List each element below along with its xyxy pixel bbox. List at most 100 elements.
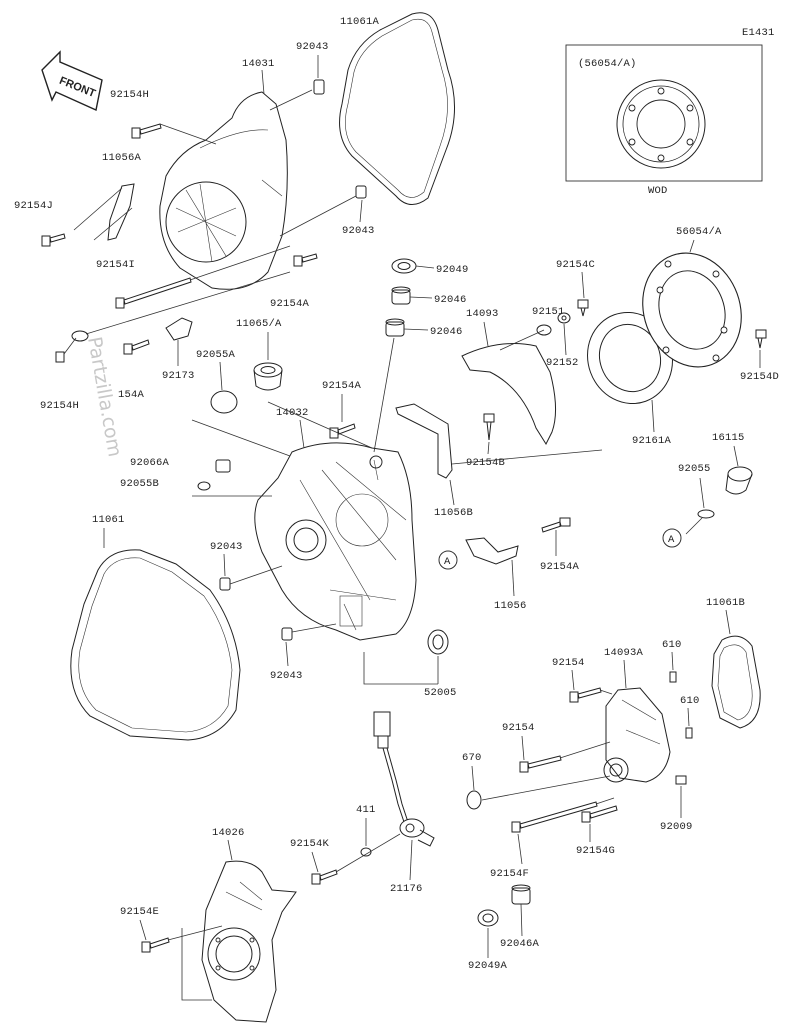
sensor-21176 xyxy=(373,711,435,847)
gasket-11061a xyxy=(339,12,455,205)
label-11056b: 11056B xyxy=(434,507,473,519)
oring-92055a xyxy=(210,390,238,414)
label-610-2: 610 xyxy=(680,695,700,707)
label-92154a-1: 92154A xyxy=(270,298,310,310)
bolt-92154h-top xyxy=(131,123,162,139)
label-92154-2: 92154 xyxy=(502,722,535,734)
label-92043-3: 92043 xyxy=(210,541,243,553)
gasket-11061 xyxy=(70,549,241,741)
label-11061a: 11061A xyxy=(340,16,380,28)
label-11061b: 11061B xyxy=(706,597,745,609)
label-52005: 52005 xyxy=(424,687,457,699)
pin-610-2 xyxy=(685,727,693,739)
crankcase-cover-14032 xyxy=(254,442,417,641)
label-92173: 92173 xyxy=(162,370,195,382)
bolt-92154f xyxy=(511,801,598,833)
label-92154h-bottom: 92154H xyxy=(40,400,79,412)
clutch-cover-14031 xyxy=(159,91,288,290)
label-92154b: 92154B xyxy=(466,457,505,469)
bolt-92154h-bottom xyxy=(55,330,89,363)
plug-11065a xyxy=(253,362,283,391)
clamp-92173 xyxy=(165,317,193,341)
bolt-92154c xyxy=(577,299,589,317)
label-92055: 92055 xyxy=(678,463,711,475)
label-92046-1: 92046 xyxy=(434,294,467,306)
cap-16115 xyxy=(725,466,753,495)
label-21176: 21176 xyxy=(390,883,423,895)
label-92154i: 92154I xyxy=(96,259,135,271)
label-92154f: 92154F xyxy=(490,868,529,880)
bolt-92154-2 xyxy=(519,755,562,773)
screw-92009 xyxy=(675,775,687,785)
label-92043-4: 92043 xyxy=(270,670,303,682)
label-610-1: 610 xyxy=(662,639,682,651)
label-11061: 11061 xyxy=(92,514,125,526)
washer-92055b xyxy=(197,481,211,491)
label-92046a: 92046A xyxy=(500,938,540,950)
cover-14093a xyxy=(603,687,671,783)
bolt-92154b xyxy=(483,413,495,441)
bolt-92154d xyxy=(755,329,767,349)
bolt-92154-1 xyxy=(569,687,602,703)
diagram-code: E1431 xyxy=(742,27,775,39)
label-92154e: 92154E xyxy=(120,906,159,918)
label-11056: 11056 xyxy=(494,600,527,612)
label-92046-2: 92046 xyxy=(430,326,463,338)
label-92049a: 92049A xyxy=(468,960,508,972)
label-92049: 92049 xyxy=(436,264,469,276)
label-11056a: 11056A xyxy=(102,152,142,164)
label-92043-mid: 92043 xyxy=(342,225,375,237)
callout-a-right xyxy=(662,528,682,548)
bolt-92154i xyxy=(115,277,192,309)
label-92154a-2: 154A xyxy=(118,389,145,401)
gasket-11061b xyxy=(711,635,761,729)
inset-box: (56054/A) WOD xyxy=(565,44,763,197)
bolt-92154g xyxy=(581,805,618,823)
label-92055b: 92055B xyxy=(120,478,159,490)
label-92152: 92152 xyxy=(546,357,579,369)
oring-92055 xyxy=(697,509,715,519)
label-92055a: 92055A xyxy=(196,349,236,361)
label-92154c: 92154C xyxy=(556,259,595,271)
label-92066a: 92066A xyxy=(130,457,170,469)
label-411: 411 xyxy=(356,804,376,816)
bracket-11056 xyxy=(465,537,519,565)
label-11065a: 11065/A xyxy=(236,318,282,330)
label-16115: 16115 xyxy=(712,432,745,444)
label-14026: 14026 xyxy=(212,827,245,839)
cover-14093 xyxy=(461,343,556,446)
label-92154a-3: 92154A xyxy=(322,380,362,392)
dowel-92043-mid xyxy=(355,185,367,199)
bushing-92046-1 xyxy=(391,286,411,305)
bolt-92154a-4 xyxy=(541,517,571,533)
label-92151: 92151 xyxy=(532,306,565,318)
inset-note: WOD xyxy=(648,185,668,197)
label-92154a-4: 92154A xyxy=(540,561,580,573)
callout-a-right-text: A xyxy=(668,534,675,546)
cover-14026 xyxy=(201,860,297,1023)
label-92154j: 92154J xyxy=(14,200,53,212)
pin-610-1 xyxy=(669,671,677,683)
label-92161a: 92161A xyxy=(632,435,672,447)
bracket-11056a xyxy=(107,183,135,241)
plug-92066a xyxy=(215,459,231,473)
bolt-92154a-2 xyxy=(123,339,150,355)
label-92154d: 92154D xyxy=(740,371,779,383)
label-92154-1: 92154 xyxy=(552,657,585,669)
bolt-92154k xyxy=(311,869,338,885)
washer-411 xyxy=(360,847,372,857)
callout-a-left xyxy=(438,550,458,570)
dowel-92043-3 xyxy=(219,577,231,591)
plate-56054a xyxy=(642,252,742,368)
bracket-11056b xyxy=(395,403,453,479)
front-arrow-icon: FRONT xyxy=(41,50,103,111)
label-92043-top: 92043 xyxy=(296,41,329,53)
inset-label: (56054/A) xyxy=(578,58,637,70)
callout-a-left-text: A xyxy=(444,556,451,568)
seal-52005 xyxy=(427,629,449,655)
oil-seal-92049 xyxy=(391,258,417,274)
label-92009: 92009 xyxy=(660,821,693,833)
bolt-92154e xyxy=(141,937,170,953)
label-14093: 14093 xyxy=(466,308,499,320)
